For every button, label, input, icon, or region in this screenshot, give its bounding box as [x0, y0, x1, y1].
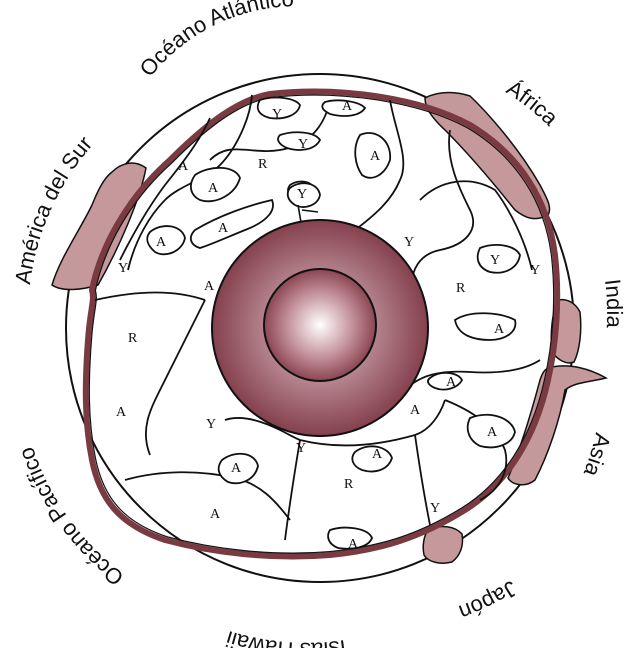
label-a: A	[210, 507, 221, 522]
label-africa: África	[502, 75, 563, 131]
label-india: India	[600, 278, 627, 330]
label-a: A	[178, 159, 189, 174]
label-a: A	[342, 99, 353, 114]
label-a: A	[204, 279, 215, 294]
label-r: R	[258, 157, 268, 172]
label-a: A	[372, 447, 383, 462]
label-y: Y	[297, 187, 307, 202]
label-a: A	[370, 149, 381, 164]
label-a: A	[231, 461, 242, 476]
label-a: A	[116, 405, 127, 420]
label-islas-hawaii: Islas Hawaii	[223, 626, 348, 648]
label-r: R	[456, 281, 466, 296]
label-a: A	[348, 537, 359, 552]
label-asia: Asia	[579, 431, 616, 481]
label-a: A	[218, 221, 229, 236]
label-y: Y	[298, 137, 308, 152]
label-r: R	[344, 477, 354, 492]
label-y: Y	[118, 261, 128, 276]
label-japon: Japón	[456, 576, 522, 626]
inner-core	[264, 269, 376, 381]
label-r: R	[128, 331, 138, 346]
label-y: Y	[206, 417, 216, 432]
label-oceano-atlantico: Océano Atlántico	[135, 0, 295, 81]
label-y: Y	[490, 253, 500, 268]
label-a: A	[487, 425, 498, 440]
label-a: A	[446, 375, 457, 390]
label-y: Y	[430, 501, 440, 516]
label-a: A	[208, 181, 219, 196]
label-y: Y	[272, 107, 282, 122]
label-a: A	[156, 235, 167, 250]
label-y: Y	[530, 263, 540, 278]
label-y: Y	[296, 441, 306, 456]
label-a: A	[494, 322, 505, 337]
label-y: Y	[404, 235, 414, 250]
label-a: A	[410, 403, 421, 418]
